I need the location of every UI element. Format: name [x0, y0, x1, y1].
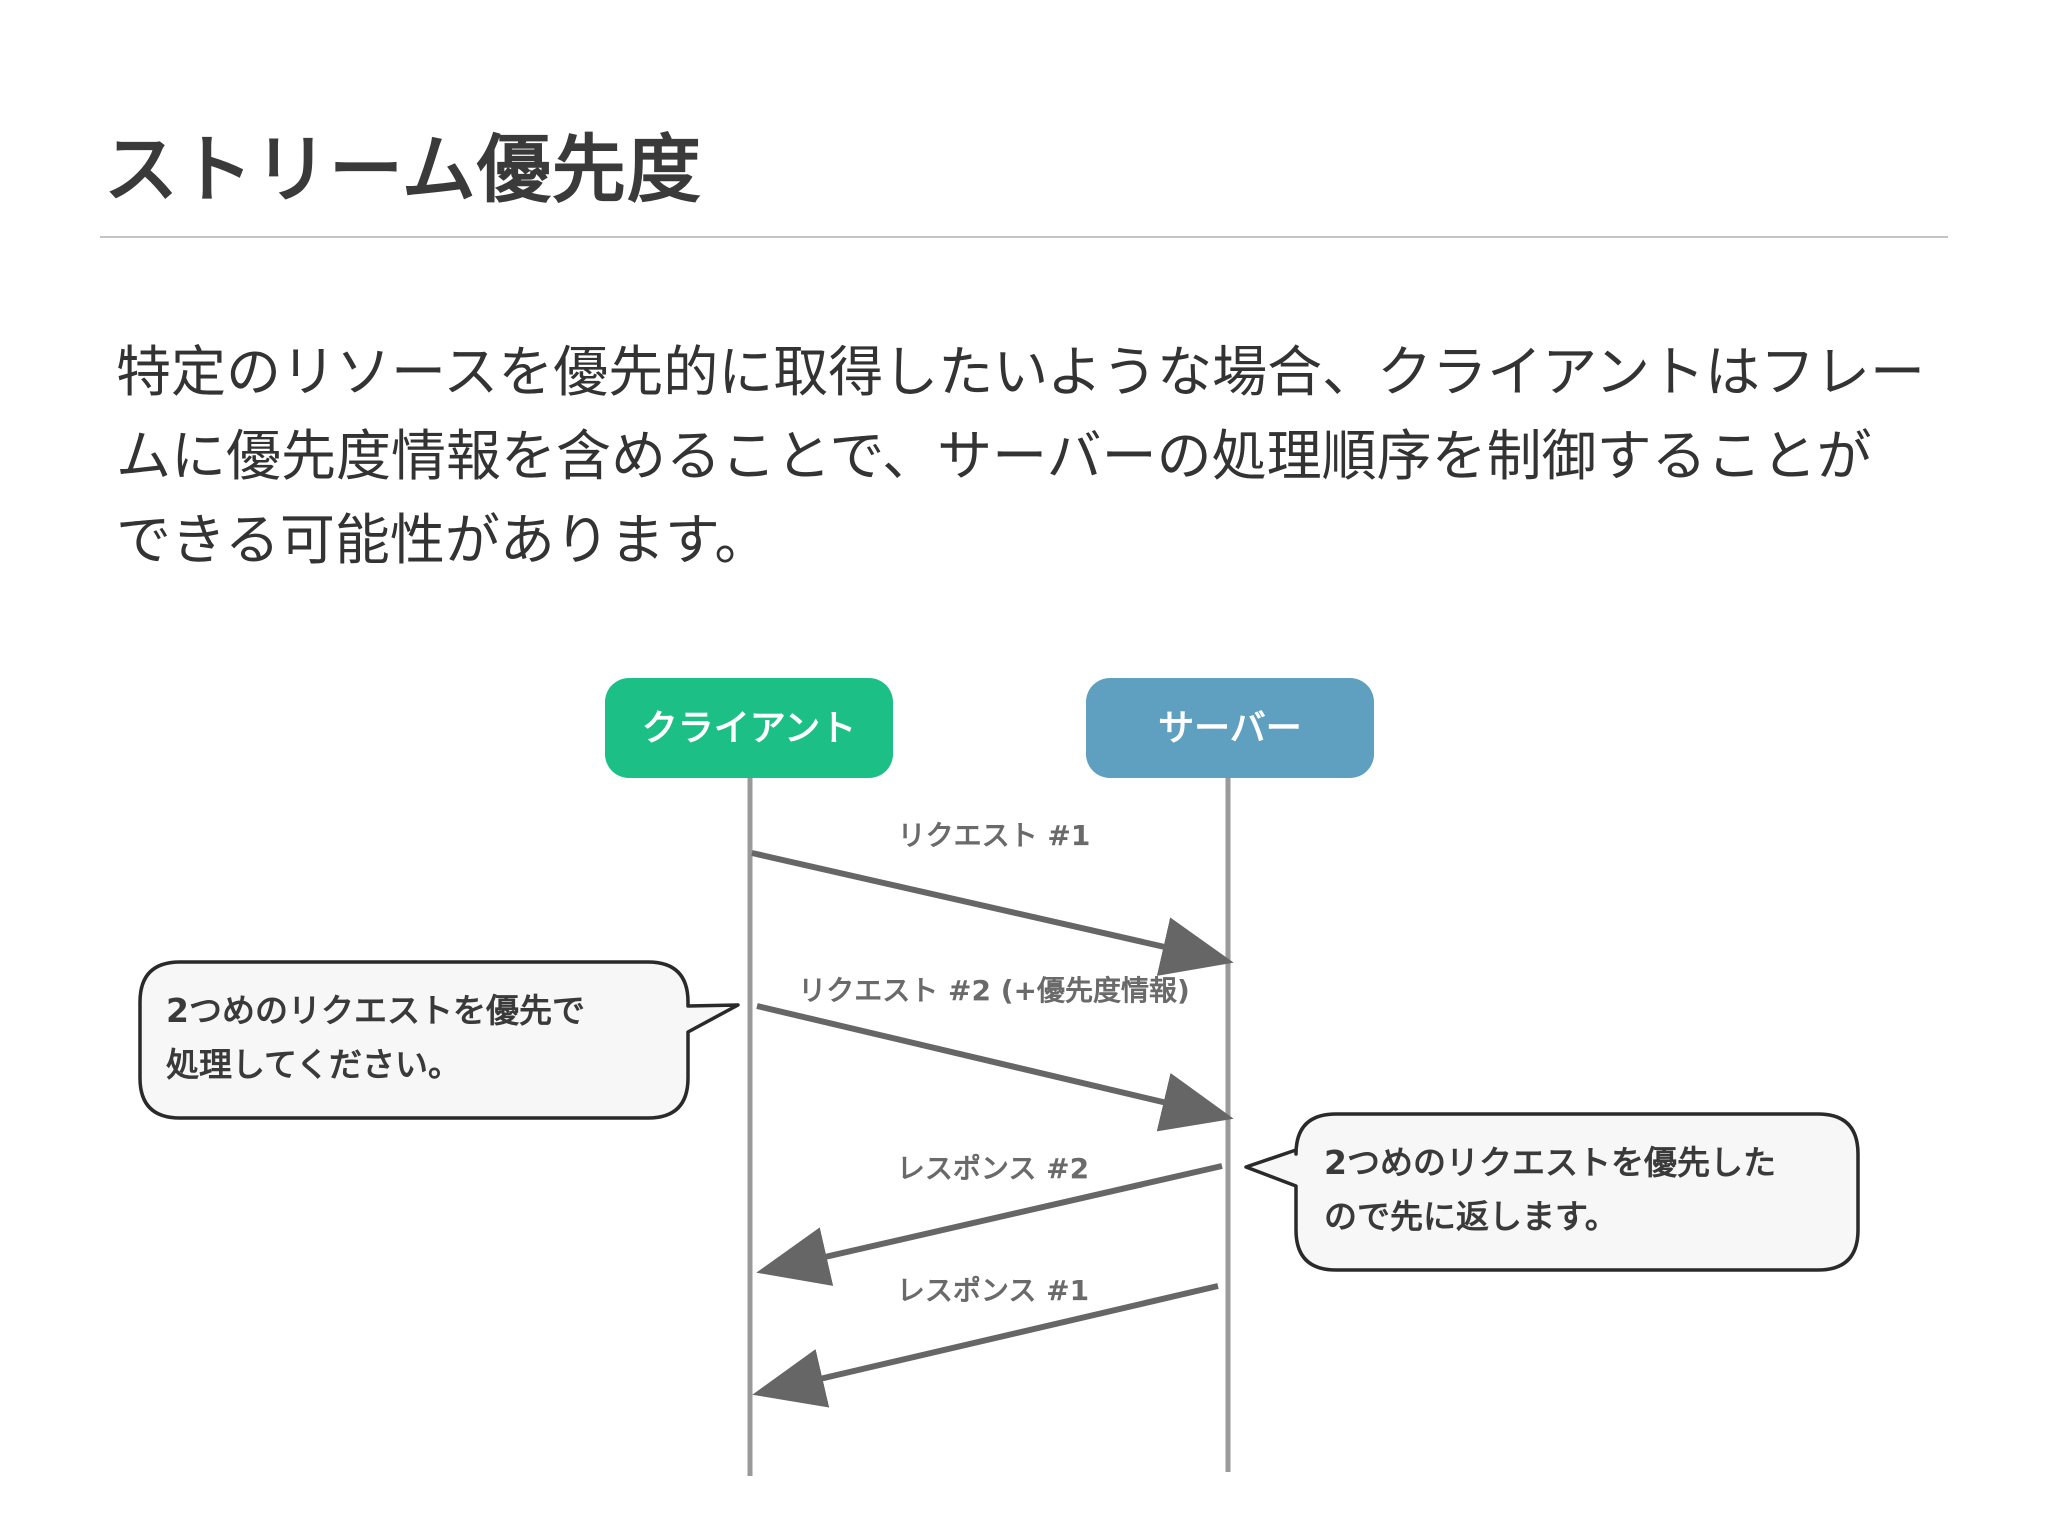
body-line-1: 特定のリソースを優先的に取得したいような場合、クライアントはフレー — [116, 340, 1925, 404]
server-note-bubble — [1244, 1112, 1860, 1272]
client-note: 2つめのリクエストを優先で 処理してください。 — [138, 960, 740, 1120]
message-request-2-arrow — [756, 1003, 1234, 1132]
message-request-2-label: リクエスト #2 (+優先度情報) — [798, 974, 1190, 1007]
message-request-1-arrow — [751, 850, 1234, 976]
body-line-3: できる可能性があります。 — [116, 508, 770, 572]
message-request-2: リクエスト #2 (+優先度情報) — [756, 974, 1234, 1132]
message-request-1: リクエスト #1 — [751, 819, 1234, 976]
message-response-2: レスポンス #2 — [756, 1152, 1223, 1286]
server-actor: サーバー — [1086, 678, 1374, 778]
message-response-1: レスポンス #1 — [752, 1274, 1219, 1408]
client-actor-box — [605, 678, 893, 778]
server-actor-box — [1086, 678, 1374, 778]
title-divider — [100, 236, 1948, 238]
message-response-2-label: レスポンス #2 — [897, 1152, 1089, 1185]
client-note-line-1: 2つめのリクエストを優先で — [166, 991, 585, 1030]
message-response-1-label: レスポンス #1 — [897, 1274, 1089, 1307]
body-paragraph: 特定のリソースを優先的に取得したいような場合、クライアントはフレー ムに優先度情… — [116, 330, 1956, 582]
server-note-line-2: ので先に返します。 — [1324, 1197, 1618, 1236]
message-request-1-label: リクエスト #1 — [898, 819, 1091, 852]
client-actor: クライアント — [605, 678, 893, 778]
body-line-2: ムに優先度情報を含めることで、サーバーの処理順序を制御することが — [116, 424, 1872, 488]
message-response-2-arrow — [756, 1163, 1223, 1286]
slide-title: ストリーム優先度 — [104, 127, 702, 213]
message-response-1-arrow — [752, 1283, 1219, 1408]
client-note-line-2: 処理してください。 — [166, 1045, 461, 1084]
server-note: 2つめのリクエストを優先した ので先に返します。 — [1244, 1112, 1860, 1272]
client-actor-label: クライアント — [642, 708, 857, 749]
server-note-line-1: 2つめのリクエストを優先した — [1324, 1143, 1776, 1182]
client-note-bubble — [138, 960, 740, 1120]
server-actor-label: サーバー — [1158, 708, 1302, 749]
